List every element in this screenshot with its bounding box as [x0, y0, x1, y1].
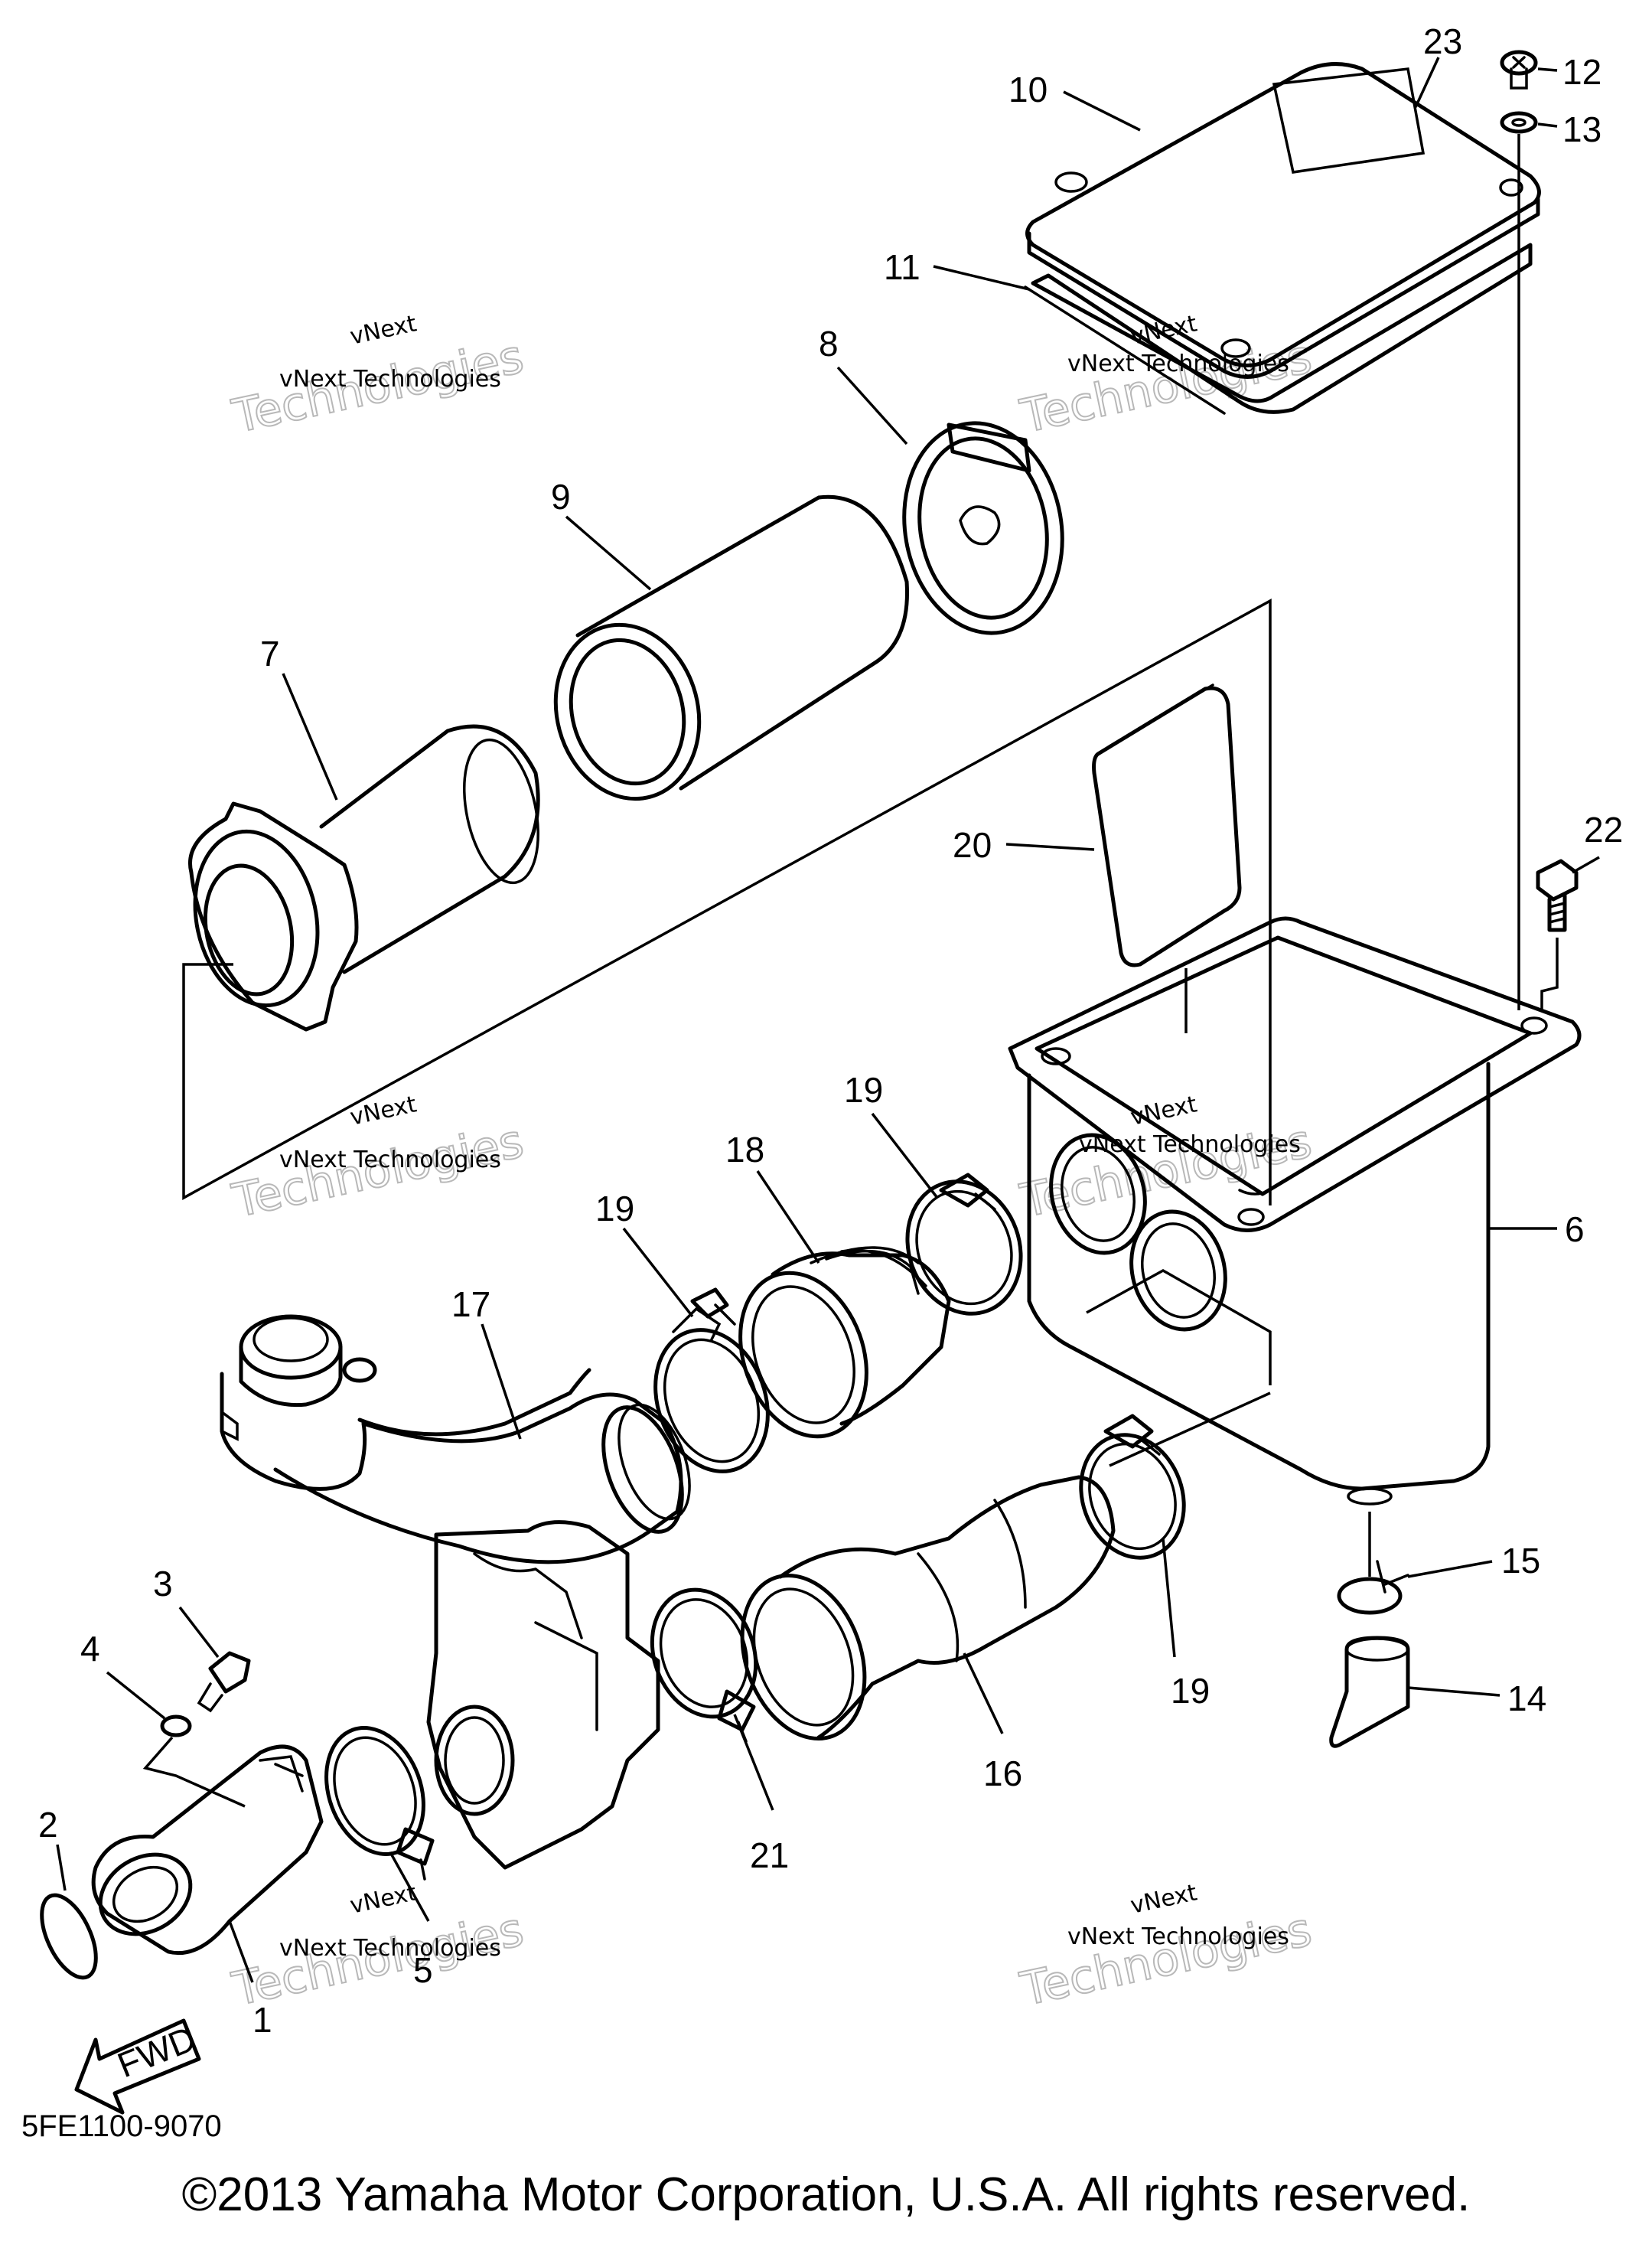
callout-5: 5: [413, 1950, 433, 1990]
callout-22: 21: [750, 1835, 789, 1875]
part-17-intake-hose: [220, 1314, 691, 1564]
part-19-clamp-lower: [1079, 1414, 1186, 1560]
svg-text:vNext Technologies: vNext Technologies: [279, 1935, 501, 1962]
callout-19-upper: 19: [844, 1070, 883, 1110]
callout-19-lower: 19: [1171, 1671, 1210, 1711]
part-4-washer: [160, 1714, 192, 1737]
part-10-cover: [1025, 62, 1541, 379]
callout-11: 11: [884, 247, 920, 287]
part-8-end-cap: [902, 421, 1064, 635]
callout-24: 23: [1423, 21, 1462, 61]
watermark-top-left: Technologies vNext vNext Technologies: [227, 310, 529, 445]
part-5-clamp: [324, 1726, 435, 1881]
part-6-alignment-line: [1086, 1268, 1272, 1385]
part-19-clamp-upper: [905, 1173, 1023, 1316]
leader-lines: [56, 57, 1600, 1983]
part-16-alignment-line: [1109, 1391, 1271, 1467]
callout-3: 3: [153, 1564, 173, 1603]
svg-text:vNext: vNext: [1128, 1091, 1199, 1131]
callout-15: 15: [1501, 1541, 1540, 1581]
part-2-o-ring: [40, 1893, 98, 1980]
callout-20: 19: [595, 1189, 634, 1228]
callout-23: 22: [1584, 810, 1623, 850]
part-11-gasket: [1024, 243, 1533, 415]
svg-text:vNext: vNext: [347, 1091, 419, 1131]
svg-text:vNext Technologies: vNext Technologies: [1067, 1923, 1289, 1950]
callout-1: 1: [253, 2000, 272, 2040]
watermark-bottom-left: Technologies vNext vNext Technologies: [227, 1879, 529, 2018]
callout-18: 18: [725, 1130, 764, 1170]
callout-10: 10: [1008, 70, 1048, 109]
svg-text:vNext Technologies: vNext Technologies: [279, 366, 501, 393]
part-16-lower-duct: [740, 1475, 1116, 1741]
svg-text:vNext: vNext: [1128, 310, 1199, 351]
svg-text:Technologies: Technologies: [1016, 330, 1317, 444]
callout-8: 8: [819, 324, 839, 364]
callout-7: 7: [260, 634, 280, 674]
part-3-screw: [197, 1651, 251, 1713]
part-13-washer: [1500, 111, 1538, 134]
callout-17: 17: [451, 1284, 490, 1324]
part-7-filter-cage: [188, 724, 540, 1032]
part-15-clip: [1337, 1560, 1409, 1615]
svg-text:Technologies: Technologies: [1016, 1903, 1317, 2017]
callout-16: 16: [983, 1753, 1022, 1793]
callout-9: 9: [551, 477, 571, 517]
carburetor-reference: [426, 1520, 660, 1870]
part-23-alignment-line: [1540, 938, 1559, 1010]
filter-alignment-line: [182, 599, 1272, 1205]
callout-21: 20: [953, 825, 992, 865]
part-9-filter-element: [553, 494, 909, 801]
svg-text:vNext: vNext: [1128, 1879, 1199, 1920]
callout-14: 14: [1507, 1678, 1546, 1718]
watermark-middle-left: Technologies vNext vNext Technologies: [227, 1091, 529, 1229]
part-23-bolt: [1536, 859, 1579, 932]
callout-13: 13: [1562, 109, 1601, 149]
part-18-duct: [738, 1246, 951, 1439]
part-21-plate: [1092, 683, 1242, 967]
part-6-air-box: [1008, 916, 1582, 1506]
fwd-arrow-icon: FWD: [74, 2018, 201, 2115]
callout-4: 4: [80, 1629, 100, 1669]
part-12-screw: [1500, 50, 1538, 90]
callout-12: 12: [1562, 52, 1601, 92]
svg-text:vNext Technologies: vNext Technologies: [279, 1147, 501, 1173]
callout-2: 2: [38, 1805, 58, 1845]
diagram-code: 5FE1100-9070: [21, 2109, 222, 2143]
callout-numbers: 10 23 12 13 11 8 9 7 20 22 6 19 18 19 17…: [38, 21, 1623, 2040]
part-4-alignment-line: [142, 1736, 246, 1808]
part-14-drain-tube: [1329, 1636, 1410, 1748]
part-1-intake-joint: [91, 1744, 324, 1956]
part-20-clamp: [653, 1287, 770, 1473]
svg-text:vNext: vNext: [347, 310, 419, 351]
copyright-notice: ©2013 Yamaha Motor Corporation, U.S.A. A…: [181, 2168, 1471, 2221]
callout-6: 6: [1565, 1209, 1585, 1249]
watermark-bottom-right: Technologies vNext vNext Technologies: [1015, 1879, 1318, 2018]
